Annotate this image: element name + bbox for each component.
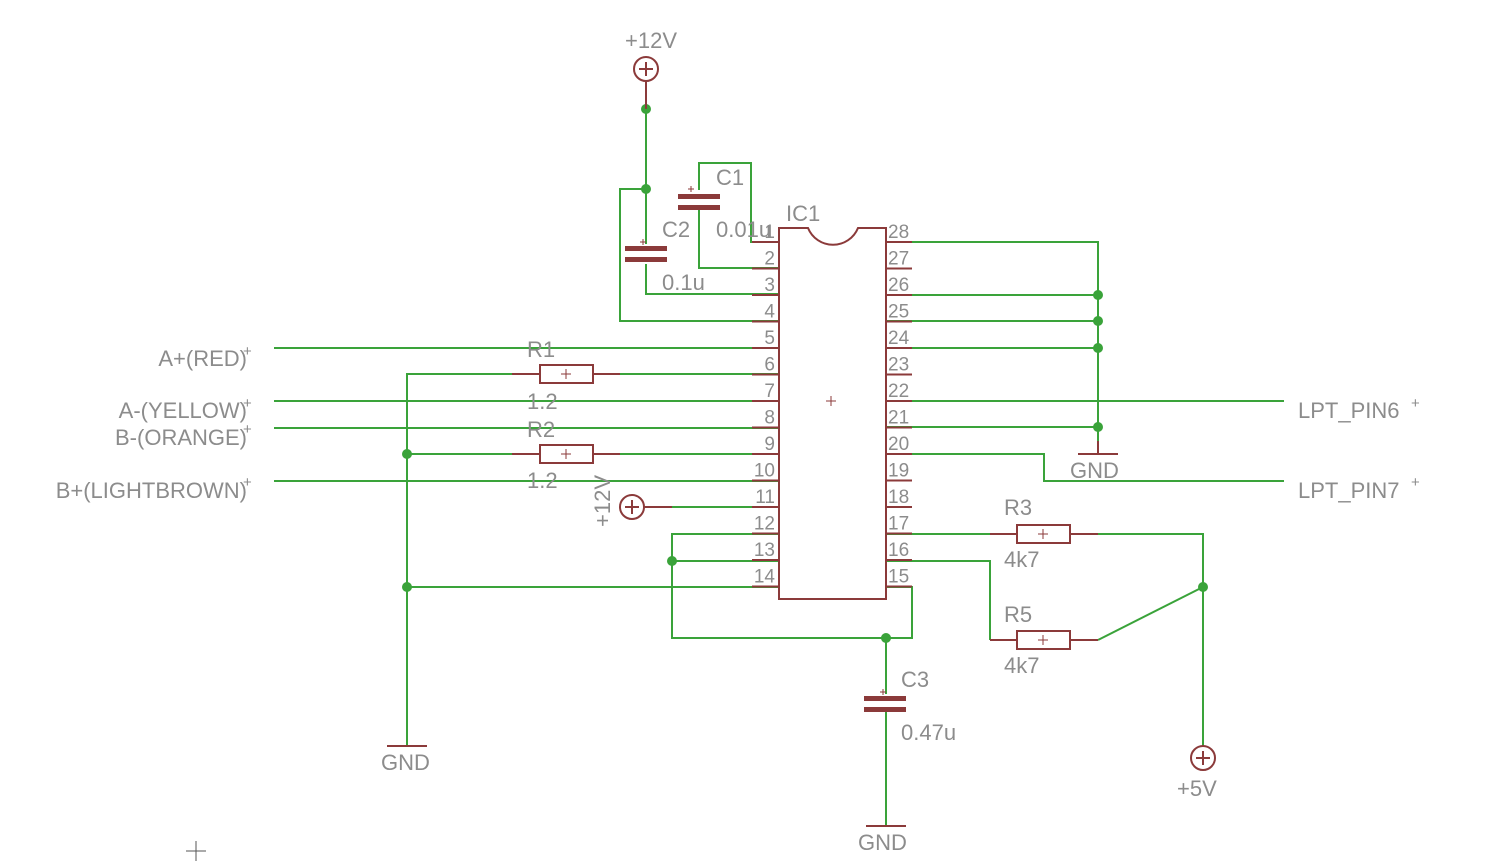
ic1-pin-number: 1 (764, 222, 775, 243)
net-label-b-plus: B+(LIGHTBROWN) (56, 478, 247, 503)
r1-name: R1 (527, 337, 555, 362)
ic1-pin-number: 9 (764, 434, 775, 455)
junction-dot (1198, 582, 1208, 592)
r2-name: R2 (527, 417, 555, 442)
origin-cross-icon (186, 841, 206, 861)
r3-value: 4k7 (1004, 547, 1039, 572)
ic1-pin-number: 27 (888, 249, 909, 270)
ic1-pin-number: 17 (888, 514, 909, 535)
net-label-a-minus: A-(YELLOW) (119, 398, 247, 423)
resistor-r3 (990, 524, 1098, 544)
capacitor-c1 (678, 186, 720, 210)
net-label-a-plus: A+(RED) (158, 346, 247, 371)
junction-dot (881, 633, 891, 643)
r5-value: 4k7 (1004, 653, 1039, 678)
ic1-pin-number: 13 (754, 540, 775, 561)
net-label-lpt6: LPT_PIN6 (1298, 398, 1400, 423)
net-port-marker: + (243, 343, 252, 360)
ic1-pin-number: 8 (764, 408, 775, 429)
ground-right-label: GND (1070, 458, 1119, 483)
net-port-marker: + (1411, 474, 1420, 491)
ic1-pin-number: 24 (888, 328, 910, 349)
ic1-pin-number: 6 (764, 355, 775, 376)
junction-dot (1093, 316, 1103, 326)
junction-dot (1093, 422, 1103, 432)
ic1-label: IC1 (786, 201, 820, 226)
supply-12v-mid-icon (619, 494, 672, 520)
ic1-pin-number: 16 (888, 540, 909, 561)
junction-dot (402, 449, 412, 459)
ic1-pin-number: 10 (754, 461, 775, 482)
ic1-pin-number: 26 (888, 275, 909, 296)
r3-name: R3 (1004, 495, 1032, 520)
ic1-pin-number: 2 (764, 249, 775, 270)
r1-value: 1.2 (527, 389, 558, 414)
ic1-pin-number: 25 (888, 302, 909, 323)
net-label-lpt7: LPT_PIN7 (1298, 478, 1400, 503)
ic1-pin-number: 15 (888, 567, 909, 588)
ic1-pin-number: 21 (888, 408, 909, 429)
junction-dot (667, 556, 677, 566)
ic1-pin-number: 18 (888, 487, 909, 508)
ic1-pin-number: 20 (888, 434, 909, 455)
ic1-pin-number: 11 (755, 487, 775, 508)
c3-name: C3 (901, 667, 929, 692)
ic1-pin-number: 12 (754, 514, 775, 535)
ground-left-label: GND (381, 750, 430, 775)
supply-12v-top-icon (633, 56, 659, 109)
supply-12v-top-label: +12V (625, 28, 677, 53)
net-port-marker: + (243, 395, 252, 412)
resistor-r2 (512, 444, 620, 464)
ic1-pin-number: 5 (764, 328, 775, 349)
junction-dot (402, 582, 412, 592)
junction-dot (641, 184, 651, 194)
capacitor-c3 (864, 689, 906, 712)
ic1-pin-number: 7 (764, 381, 775, 402)
c1-value: 0.01u (716, 217, 771, 242)
supply-5v-label: +5V (1177, 776, 1217, 801)
net-label-b-minus: B-(ORANGE) (115, 425, 247, 450)
r5-name: R5 (1004, 602, 1032, 627)
ic1-pin-number: 14 (754, 567, 776, 588)
ic1-pin-number: 22 (888, 381, 909, 402)
ic1-body (778, 227, 887, 600)
ground-right-icon (1078, 441, 1118, 455)
r2-value: 1.2 (527, 468, 558, 493)
ground-bottom-label: GND (858, 830, 907, 855)
net-port-marker: + (243, 474, 252, 491)
capacitor-c2 (625, 239, 667, 262)
junction-dot (1093, 290, 1103, 300)
c2-value: 0.1u (662, 270, 705, 295)
junction-dot (1093, 343, 1103, 353)
c3-value: 0.47u (901, 720, 956, 745)
c2-name: C2 (662, 217, 690, 242)
ic1-right-pins: 28 27 26 25 24 23 22 21 20 19 18 17 16 15 (886, 222, 912, 588)
ic1-pin-number: 4 (764, 302, 775, 323)
ic1-pin-number: 19 (888, 461, 909, 482)
net-port-marker: + (1411, 395, 1420, 412)
ic1-pin-number: 3 (764, 275, 775, 296)
supply-5v-icon (1190, 745, 1216, 771)
ic1-pin-number: 28 (888, 222, 909, 243)
resistor-r5 (990, 630, 1098, 650)
c1-name: C1 (716, 165, 744, 190)
supply-12v-mid-label: +12V (590, 475, 615, 527)
net-port-marker: + (243, 421, 252, 438)
resistor-r1 (512, 364, 620, 384)
ic1-pin-number: 23 (888, 355, 909, 376)
